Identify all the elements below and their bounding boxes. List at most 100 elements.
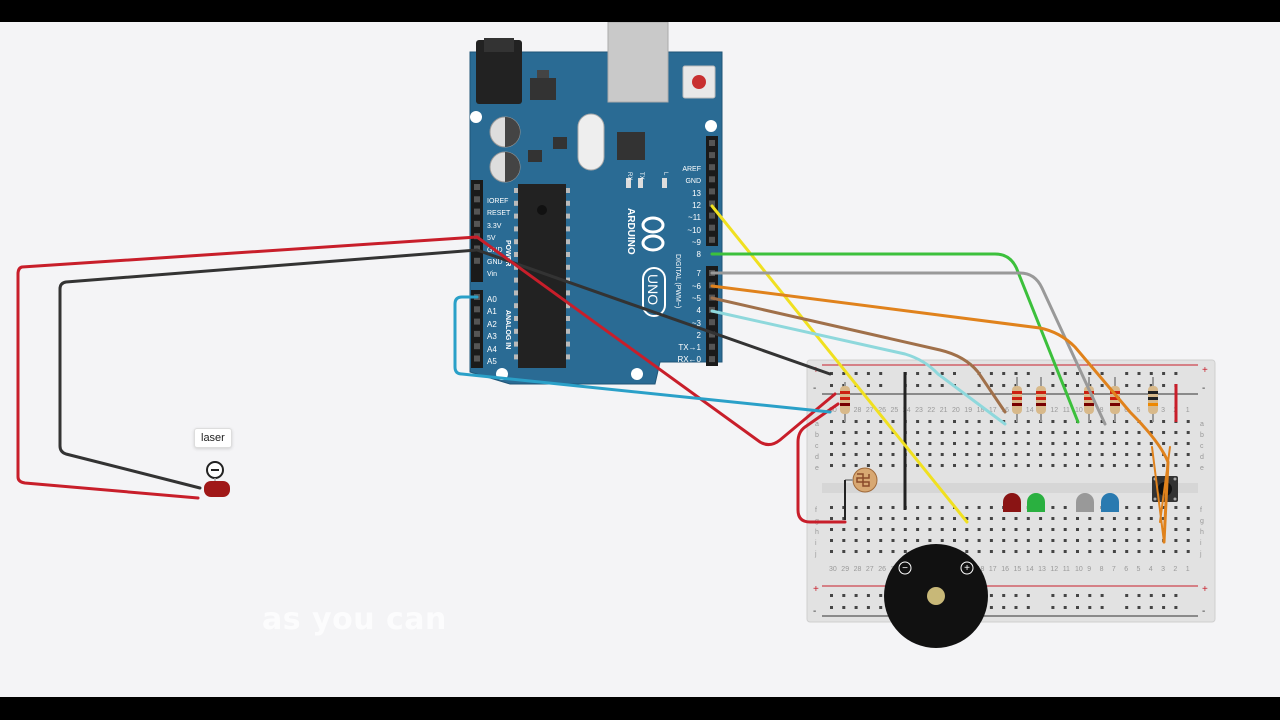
hole[interactable] (709, 140, 715, 146)
hole[interactable] (989, 464, 993, 467)
hole[interactable] (1174, 517, 1178, 520)
hole[interactable] (1149, 517, 1153, 520)
hole[interactable] (916, 431, 920, 434)
hole[interactable] (1137, 464, 1141, 467)
hole[interactable] (891, 420, 895, 423)
hole[interactable] (879, 606, 883, 609)
hole[interactable] (1039, 431, 1043, 434)
hole[interactable] (1137, 550, 1141, 553)
hole[interactable] (1051, 384, 1055, 387)
white-led[interactable] (1076, 493, 1094, 512)
hole[interactable] (709, 331, 715, 338)
hole[interactable] (977, 550, 981, 553)
hole[interactable] (842, 528, 846, 531)
hole[interactable] (879, 539, 883, 542)
hole[interactable] (566, 200, 570, 206)
hole[interactable] (1051, 420, 1055, 423)
hole[interactable] (916, 453, 920, 456)
hole[interactable] (514, 226, 518, 232)
hole[interactable] (1063, 384, 1067, 387)
hole[interactable] (1063, 420, 1067, 423)
hole[interactable] (965, 464, 969, 467)
hole[interactable] (1186, 528, 1190, 531)
hole[interactable] (842, 420, 846, 423)
hole[interactable] (989, 528, 993, 531)
hole[interactable] (953, 372, 956, 375)
hole[interactable] (830, 517, 833, 520)
hole[interactable] (1088, 464, 1092, 467)
hole[interactable] (474, 208, 480, 215)
hole[interactable] (566, 341, 570, 347)
hole[interactable] (953, 528, 956, 531)
hole[interactable] (709, 343, 715, 350)
hole[interactable] (842, 431, 846, 434)
hole[interactable] (866, 517, 870, 520)
hole[interactable] (474, 220, 480, 227)
hole[interactable] (866, 506, 870, 509)
hole[interactable] (965, 539, 969, 542)
laser-emitter[interactable] (204, 461, 230, 497)
hole[interactable] (1174, 528, 1178, 531)
hole[interactable] (1125, 528, 1129, 531)
hole[interactable] (854, 372, 858, 375)
hole[interactable] (1162, 550, 1166, 553)
wire-5v-breadboard[interactable] (475, 235, 837, 447)
hole[interactable] (830, 606, 833, 609)
hole[interactable] (1149, 431, 1153, 434)
hole[interactable] (1174, 506, 1178, 509)
hole[interactable] (879, 464, 883, 467)
wire-pin4[interactable] (710, 309, 1007, 426)
hole[interactable] (1051, 431, 1055, 434)
hole[interactable] (566, 252, 570, 257)
hole[interactable] (1063, 550, 1067, 553)
hole[interactable] (1137, 372, 1141, 375)
hole[interactable] (830, 453, 833, 456)
hole[interactable] (1014, 550, 1018, 553)
hole[interactable] (1162, 464, 1166, 467)
hole[interactable] (842, 453, 846, 456)
hole[interactable] (1137, 528, 1141, 531)
hole[interactable] (1088, 539, 1092, 542)
hole[interactable] (1186, 539, 1190, 542)
hole[interactable] (1100, 517, 1104, 520)
hole[interactable] (566, 226, 570, 232)
hole[interactable] (977, 420, 981, 423)
hole[interactable] (1002, 528, 1006, 531)
hole[interactable] (1088, 606, 1092, 609)
hole[interactable] (928, 420, 932, 423)
hole[interactable] (965, 506, 969, 509)
hole[interactable] (953, 464, 956, 467)
hole[interactable] (1014, 372, 1018, 375)
hole[interactable] (891, 464, 895, 467)
hole[interactable] (1149, 372, 1153, 375)
hole[interactable] (940, 372, 944, 375)
hole[interactable] (1014, 517, 1018, 520)
hole[interactable] (916, 372, 920, 375)
hole[interactable] (514, 239, 518, 245)
resistor[interactable] (1148, 377, 1158, 422)
hole[interactable] (879, 550, 883, 553)
hole[interactable] (514, 213, 518, 219)
hole[interactable] (903, 517, 907, 520)
hole[interactable] (1162, 420, 1166, 423)
hole[interactable] (709, 152, 715, 159)
hole[interactable] (842, 606, 846, 609)
reset-button-cap[interactable] (692, 75, 706, 89)
hole[interactable] (514, 290, 518, 296)
hole[interactable] (866, 594, 870, 597)
hole[interactable] (1051, 539, 1055, 542)
hole[interactable] (474, 330, 480, 337)
hole[interactable] (709, 356, 715, 363)
hole[interactable] (928, 372, 932, 375)
hole[interactable] (1063, 594, 1067, 597)
hole[interactable] (989, 431, 993, 434)
hole[interactable] (928, 384, 932, 387)
hole[interactable] (1002, 464, 1006, 467)
hole[interactable] (1125, 550, 1129, 553)
hole[interactable] (953, 517, 956, 520)
hole[interactable] (1076, 453, 1079, 456)
wire-5v-laser[interactable] (16, 235, 479, 500)
hole[interactable] (830, 431, 833, 434)
hole[interactable] (916, 442, 920, 445)
hole[interactable] (940, 506, 944, 509)
